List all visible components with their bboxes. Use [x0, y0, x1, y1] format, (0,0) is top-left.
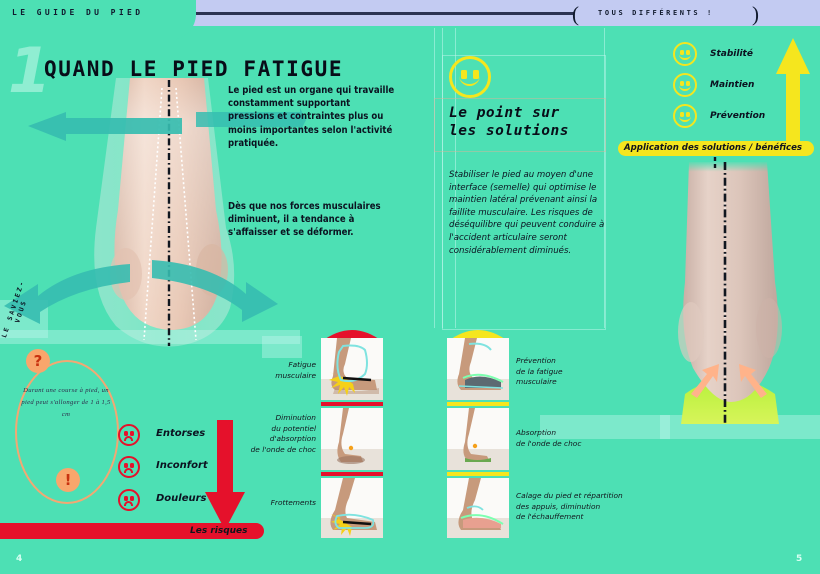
photo-caption-calage: Calage du pied et répartition des appuis… [516, 491, 623, 522]
exclamation-mark-icon: ! [56, 468, 80, 492]
solutions-title: Le point sur les solutions [449, 105, 569, 139]
decor-block-photo-left [262, 336, 302, 358]
photo-caption-absorption: Diminution du potentiel d'absorption de … [250, 413, 316, 454]
solutions-body: Stabiliser le pied au moyen d'une interf… [449, 170, 605, 256]
decor-vline-c [455, 28, 456, 328]
page-number-left: 4 [16, 554, 23, 564]
benefit-smiley-icon-maintien [673, 73, 697, 97]
risk-label: Douleurs [156, 493, 207, 504]
photo-divider-yellow [447, 402, 509, 406]
deformation-arrow-right [152, 260, 278, 322]
paren-close: ) [752, 2, 759, 26]
decor-box-solutions-title [434, 98, 606, 152]
photo-absorption-onde [447, 408, 509, 470]
decor-vline-d [604, 28, 605, 328]
guide-title: LE GUIDE DU PIED [12, 8, 144, 17]
benefit-smiley-icon-stabilite [673, 42, 697, 66]
photo-divider-red [321, 402, 383, 406]
benefit-label-maintien: Maintien [710, 80, 755, 90]
decor-box-solutions [442, 55, 606, 330]
header-left-tab [0, 0, 196, 40]
risk-banner-label: Les risques [190, 526, 248, 536]
photo-divider-yellow-2 [447, 472, 509, 476]
right-foot-illustration [655, 162, 805, 424]
photo-calage-pied [447, 478, 509, 538]
benefit-label-prevention: Prévention [710, 111, 766, 121]
paren-open: ( [572, 2, 579, 26]
photo-fatigue-musculaire [321, 338, 383, 400]
benefits-banner-label: Application des solutions / bénéfices [624, 143, 803, 153]
photo-absorption [321, 408, 383, 470]
photo-caption-absorption-onde: Absorption de l'onde de choc [516, 428, 582, 448]
sad-face-icon [118, 424, 140, 446]
intro-paragraph: Le pied est un organe qui travaille cons… [228, 85, 395, 149]
instability-arrow-left [28, 112, 182, 141]
benefit-smiley-icon-prevention [673, 104, 697, 128]
benefit-up-arrow-icon [776, 38, 810, 150]
photo-caption-prevention: Prévention de la fatigue musculaire [516, 356, 563, 387]
photo-divider-red-2 [321, 472, 383, 476]
benefits-connector-dashed [713, 157, 717, 169]
deformation-arrow-left [4, 264, 130, 324]
section-number: 1 [8, 34, 52, 107]
did-you-know-text: Durant une course à pied, un pied peut s… [21, 387, 111, 418]
risk-banner [0, 523, 264, 539]
instability-arrow-right [196, 108, 306, 132]
photo-caption-frottements: Frottements [270, 498, 316, 507]
page-title: QUAND LE PIED FATIGUE [44, 57, 344, 81]
decor-band-mid-right [540, 415, 670, 439]
photo-prevention-fatigue [447, 338, 509, 400]
sad-face-icon [118, 456, 140, 478]
benefits-banner [618, 141, 814, 156]
solutions-smiley-icon [449, 56, 491, 98]
photo-caption-fatigue: Fatigue musculaire [275, 360, 316, 380]
tous-differents-title: TOUS DIFFÉRENTS ! [598, 9, 714, 17]
decor-vline-a [434, 28, 435, 328]
page-number-right: 5 [796, 554, 803, 564]
risk-down-arrow-icon [205, 420, 245, 530]
sad-face-icon [118, 489, 140, 511]
photo-frottements [321, 478, 383, 538]
question-mark-icon: ? [26, 349, 50, 373]
benefit-label-stabilite: Stabilité [710, 49, 753, 59]
risk-label: Entorses [156, 428, 206, 439]
header-divider-rule [196, 12, 574, 15]
fatigue-paragraph: Dès que nos forces musculaires diminuent… [228, 201, 381, 239]
risk-label: Inconfort [156, 460, 208, 471]
